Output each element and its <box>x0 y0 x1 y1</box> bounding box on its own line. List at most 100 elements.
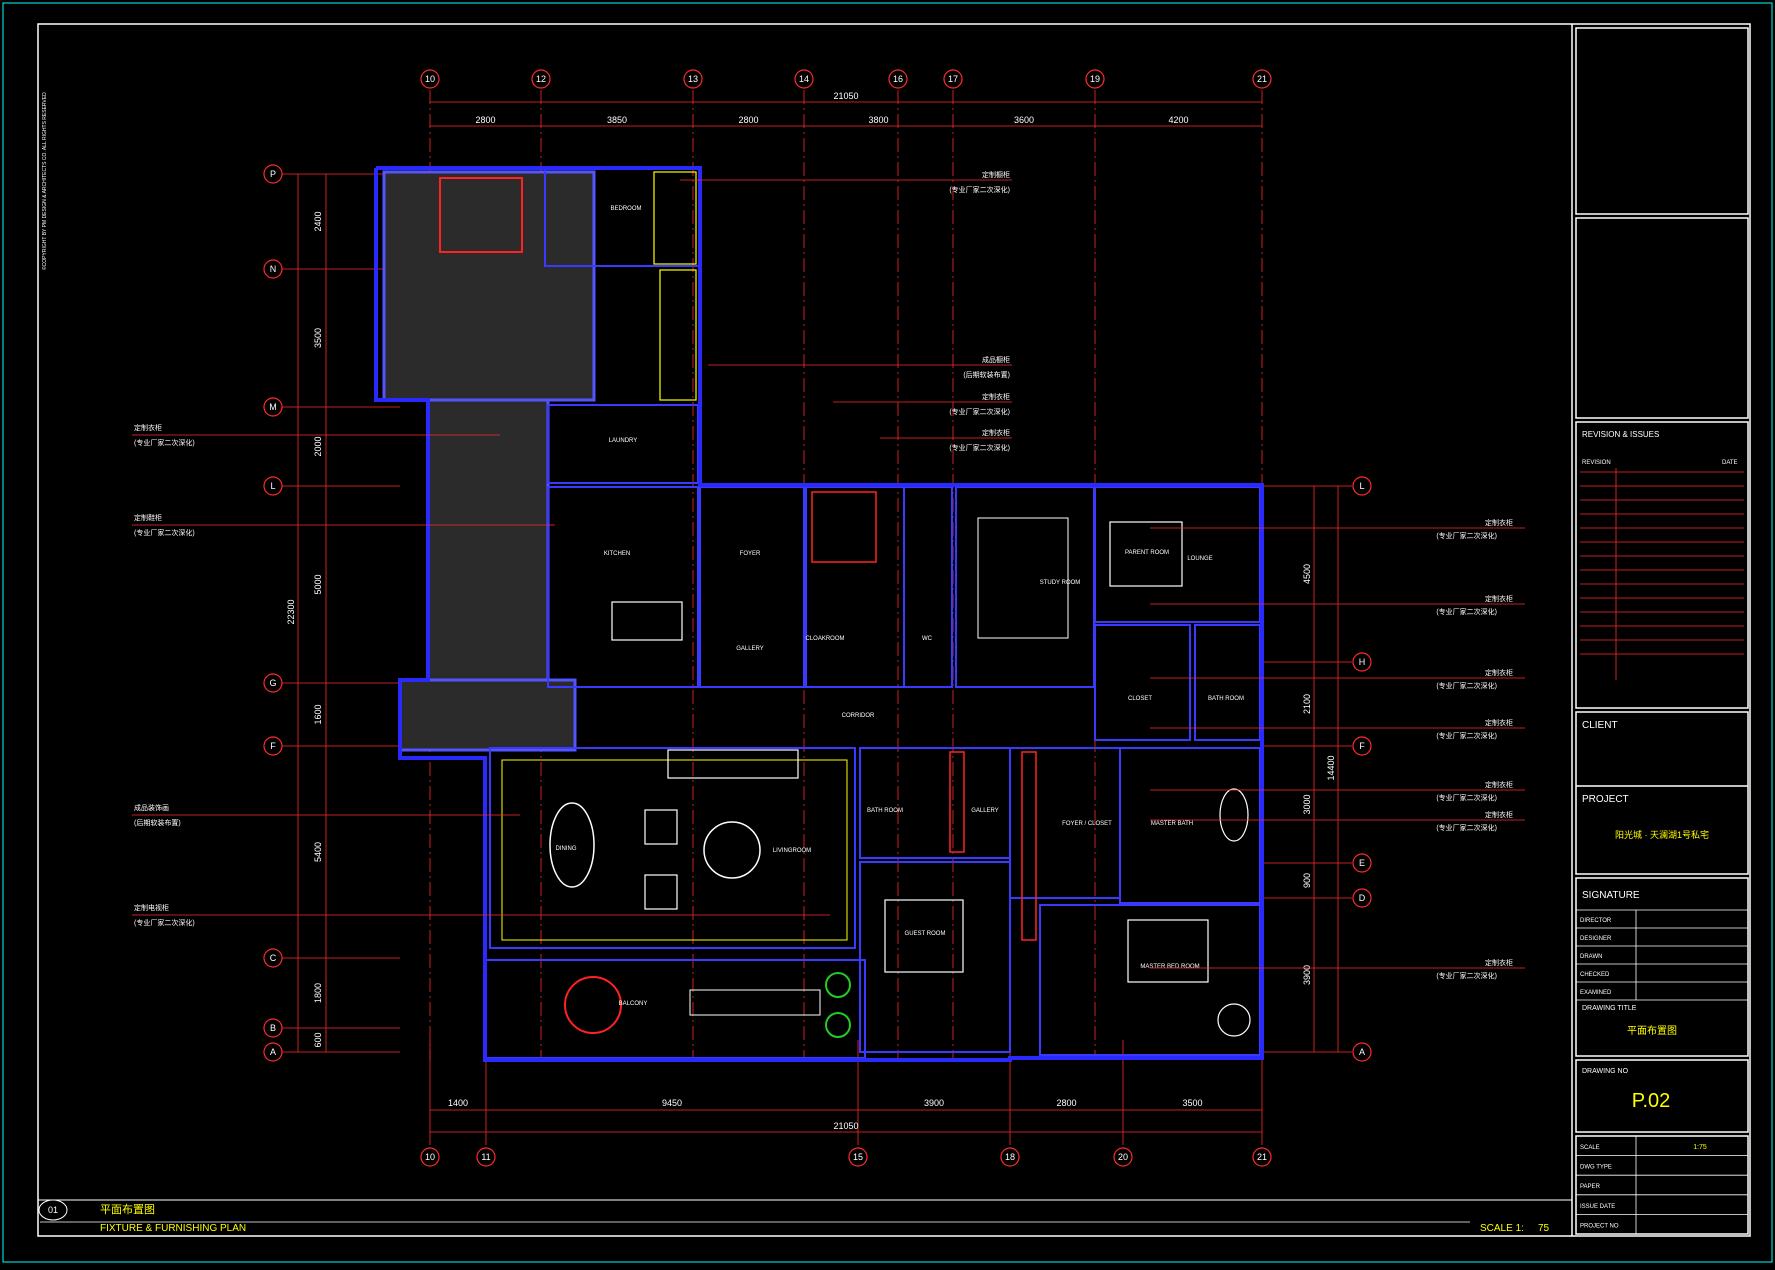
grid-label-left: C <box>270 953 277 963</box>
title-block <box>1571 24 1749 1236</box>
dim-left-value: 2400 <box>313 211 323 231</box>
grid-bubble-left <box>263 259 283 279</box>
dim-left-value: 5000 <box>313 574 323 594</box>
study-rug <box>977 517 1069 639</box>
grid-bubble-top <box>1085 69 1105 89</box>
grid-bubble-left <box>263 948 283 968</box>
dim-bottom-value: 3900 <box>924 1098 944 1108</box>
dim-left-value: 2000 <box>313 436 323 456</box>
info-row-label: ISSUE DATE <box>1580 1204 1615 1210</box>
grid-label-top: 10 <box>425 74 435 84</box>
info-row-label: PROJECT NO <box>1580 1223 1619 1229</box>
room-labels: BEDROOM LAUNDRY KITCHEN FOYER GALLERY CL… <box>556 206 1244 1007</box>
signature-row-label: DIRECTOR <box>1580 918 1612 924</box>
info-row-label: PAPER <box>1580 1184 1601 1190</box>
signature-row-label: EXAMINED <box>1580 990 1612 996</box>
grid-bubble-bottom <box>1000 1147 1020 1167</box>
info-row-label: SCALE <box>1580 1145 1600 1151</box>
grid-label-right: A <box>1359 1047 1365 1057</box>
grid-label-top: 19 <box>1090 74 1100 84</box>
living-dining-room <box>489 747 856 949</box>
grid-label-bottom: 15 <box>853 1152 863 1162</box>
sofa <box>667 749 799 779</box>
grid-label-left: L <box>270 481 275 491</box>
room-label-foyer: FOYER <box>740 551 761 557</box>
laundry-cabinet <box>659 269 697 401</box>
callout-left-title: 成品装饰画 <box>134 803 169 812</box>
dim-left-value: 600 <box>313 1032 323 1047</box>
room-label-balcony: BALCONY <box>619 1001 648 1007</box>
callout-right-sub: (专业厂家二次深化) <box>1436 731 1497 740</box>
grid-label-bottom: 10 <box>425 1152 435 1162</box>
room-label-bedroom: BEDROOM <box>610 206 641 212</box>
callout-top-title: 定制衣柜 <box>982 392 1010 401</box>
cabinet-red <box>811 491 877 563</box>
callout-top-sub: (后期软装布置) <box>963 370 1010 379</box>
footer-scale-value: 75 <box>1538 1223 1550 1234</box>
footer-title-cn: 平面布置图 <box>100 1203 155 1216</box>
grid-bubble-right <box>1352 1042 1372 1062</box>
dim-right-total: 14400 <box>1326 755 1336 780</box>
dim-bottom-value: 3500 <box>1182 1098 1202 1108</box>
living-floor-line <box>501 759 848 941</box>
room-label-kitchen: KITCHEN <box>604 551 630 557</box>
dim-right-value: 3000 <box>1302 794 1312 814</box>
elevator-shaft <box>439 177 523 253</box>
grid-bubble-left <box>263 1042 283 1062</box>
bedroom-wardrobe <box>653 171 697 265</box>
info-row-value: 1:75 <box>1693 1144 1707 1151</box>
footer-scale-label: SCALE 1: <box>1480 1223 1524 1234</box>
room-label-dining: DINING <box>556 846 577 852</box>
dim-left-value: 1600 <box>313 704 323 724</box>
project-name: 阳光城 · 天澜湖1号私宅 <box>1615 829 1709 840</box>
copyright-text: ©COPYRIGHT BY PM DESIGN & ARCHITECTS CO.… <box>41 92 48 270</box>
grid-label-left: M <box>269 402 277 412</box>
balcony <box>484 959 866 1059</box>
signature-label: SIGNATURE <box>1582 890 1640 901</box>
revision-table <box>1580 468 1744 680</box>
grid-label-left: A <box>270 1047 276 1057</box>
client-project-cell <box>1575 711 1749 875</box>
room-label-living: LIVINGROOM <box>773 848 811 854</box>
drawing-no-cell <box>1575 1059 1749 1133</box>
master-bed <box>1127 919 1209 983</box>
room-label-gallery-top: GALLERY <box>736 646 764 652</box>
callout-left-title: 定制电视柜 <box>134 903 169 912</box>
drawing-number-bubble <box>38 1199 68 1221</box>
grid-label-bottom: 18 <box>1005 1152 1015 1162</box>
dim-top-value: 2800 <box>738 115 758 125</box>
building-walls <box>374 166 1264 1062</box>
balcony-bench <box>689 989 821 1016</box>
guest-bed <box>884 899 964 973</box>
drawing-frame <box>37 23 1751 1237</box>
callout-right-sub: (专业厂家二次深化) <box>1436 531 1497 540</box>
plant-2 <box>825 1012 851 1038</box>
dim-left-value: 3500 <box>313 328 323 348</box>
staircase <box>426 398 550 687</box>
grid-bubble-bottom <box>476 1147 496 1167</box>
gallery-wardrobe <box>1021 751 1037 941</box>
kitchen-island <box>611 601 683 641</box>
room-label-wc: WC <box>922 636 933 642</box>
callout-top-sub: (专业厂家二次深化) <box>949 407 1010 416</box>
plant-1 <box>825 972 851 998</box>
info-row-label: DWG TYPE <box>1580 1165 1612 1171</box>
master-bed-room <box>1039 904 1261 1056</box>
callout-right-title: 定制衣柜 <box>1485 718 1513 727</box>
bath-room-2 <box>859 747 1011 859</box>
wc-room <box>903 486 953 688</box>
room-label-closet: CLOSET <box>1128 696 1152 702</box>
drawing-footer: 01 平面布置图 FIXTURE & FURNISHING PLAN SCALE… <box>38 1199 1572 1234</box>
revision-issues-label: REVISION & ISSUES <box>1582 430 1659 439</box>
dim-bottom-total: 21050 <box>833 1121 858 1131</box>
grid-label-top: 13 <box>688 74 698 84</box>
room-label-lounge: LOUNGE <box>1187 556 1212 562</box>
room-label-bath-2: BATH ROOM <box>867 808 903 814</box>
room-label-master-bed: MASTER BED ROOM <box>1140 964 1199 970</box>
grid-bubble-bottom <box>1252 1147 1272 1167</box>
laundry-room <box>547 404 699 484</box>
dim-right-value: 4500 <box>1302 564 1312 584</box>
parent-room <box>1094 486 1261 623</box>
